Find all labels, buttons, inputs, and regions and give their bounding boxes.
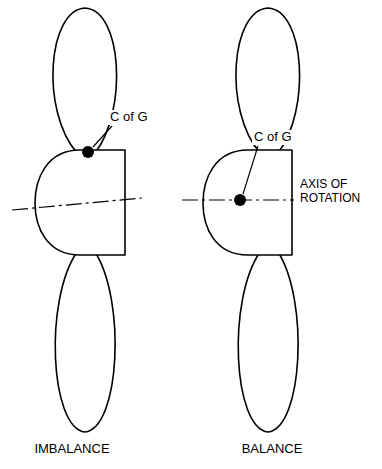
spinner-hub [203, 150, 292, 255]
lower-blade [238, 252, 298, 432]
cg-dot [82, 146, 94, 158]
upper-blade [53, 8, 117, 153]
leader-line [93, 126, 112, 147]
leader-line [243, 146, 258, 194]
cg-dot [234, 194, 246, 206]
caption-label: BALANCE [240, 442, 305, 457]
spinner-hub [35, 150, 125, 255]
cg-label: C of G [108, 110, 150, 125]
cg-label: C of G [252, 130, 294, 145]
axis-line [12, 198, 142, 210]
lower-blade [55, 252, 115, 432]
axis-label: AXIS OF ROTATION [298, 178, 372, 206]
caption-label: IMBALANCE [32, 442, 111, 457]
upper-blade [236, 8, 300, 153]
